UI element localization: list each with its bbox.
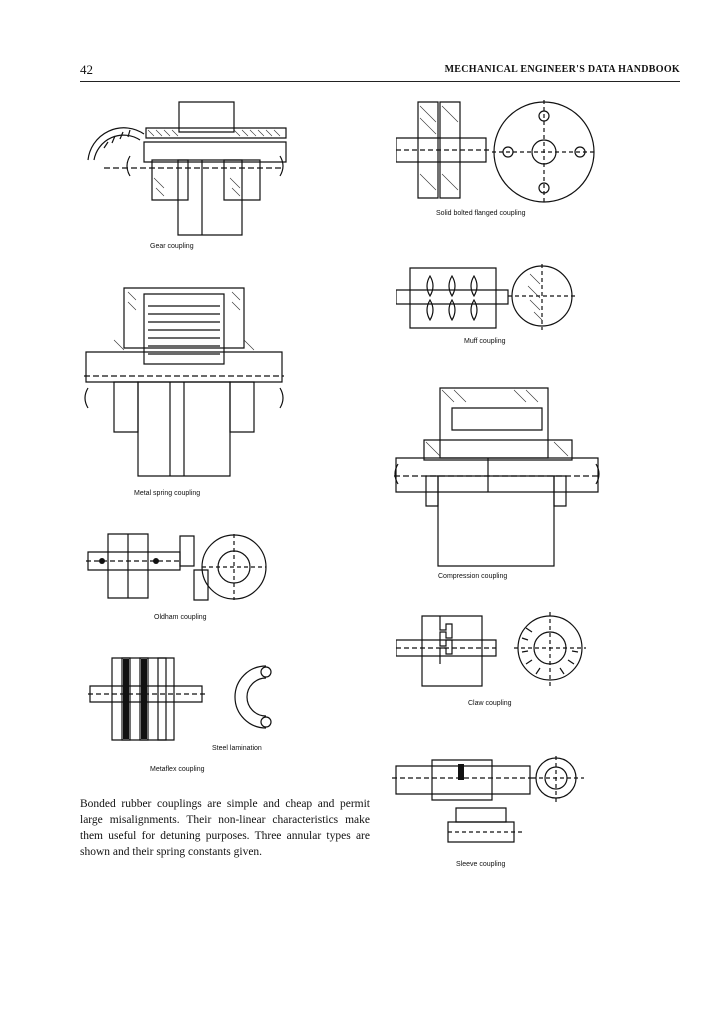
claw-coupling-caption: Claw coupling <box>468 700 512 707</box>
metaflex-coupling-drawing <box>88 656 284 744</box>
claw-coupling-figure <box>396 606 586 692</box>
muff-coupling-figure <box>396 262 576 332</box>
oldham-coupling-figure <box>86 530 278 605</box>
sleeve-coupling-caption: Sleeve coupling <box>456 861 506 868</box>
page-number: 42 <box>80 62 93 77</box>
gear-coupling-drawing <box>84 98 294 238</box>
page-header: 42 MECHANICAL ENGINEER'S DATA HANDBOOK <box>80 62 680 80</box>
muff-coupling-caption: Muff coupling <box>464 338 506 345</box>
metal-spring-coupling-caption: Metal spring coupling <box>134 490 201 497</box>
gear-coupling-caption: Gear coupling <box>150 243 194 250</box>
steel-lamination-label: Steel lamination <box>212 745 262 752</box>
muff-coupling-drawing <box>396 262 576 332</box>
oldham-coupling-drawing <box>86 530 278 605</box>
running-title: MECHANICAL ENGINEER'S DATA HANDBOOK <box>444 64 680 75</box>
gear-coupling-figure <box>84 98 294 238</box>
header-rule <box>80 81 680 82</box>
solid-bolted-flanged-coupling-caption: Solid bolted flanged coupling <box>436 210 526 217</box>
metaflex-coupling-caption: Metaflex coupling <box>150 766 205 773</box>
solid-bolted-flanged-coupling-drawing <box>396 98 596 206</box>
sleeve-coupling-figure <box>392 756 584 856</box>
compression-coupling-figure <box>394 384 600 570</box>
metaflex-coupling-figure <box>88 656 284 744</box>
solid-bolted-flanged-coupling-figure <box>396 98 596 206</box>
claw-coupling-drawing <box>396 606 586 692</box>
metal-spring-coupling-figure <box>84 284 284 484</box>
compression-coupling-caption: Compression coupling <box>438 573 508 580</box>
sleeve-coupling-drawing <box>392 756 584 856</box>
metal-spring-coupling-drawing <box>84 284 284 484</box>
oldham-coupling-caption: Oldham coupling <box>154 614 207 621</box>
body-paragraph: Bonded rubber couplings are simple and c… <box>80 798 370 858</box>
compression-coupling-drawing <box>394 384 600 570</box>
